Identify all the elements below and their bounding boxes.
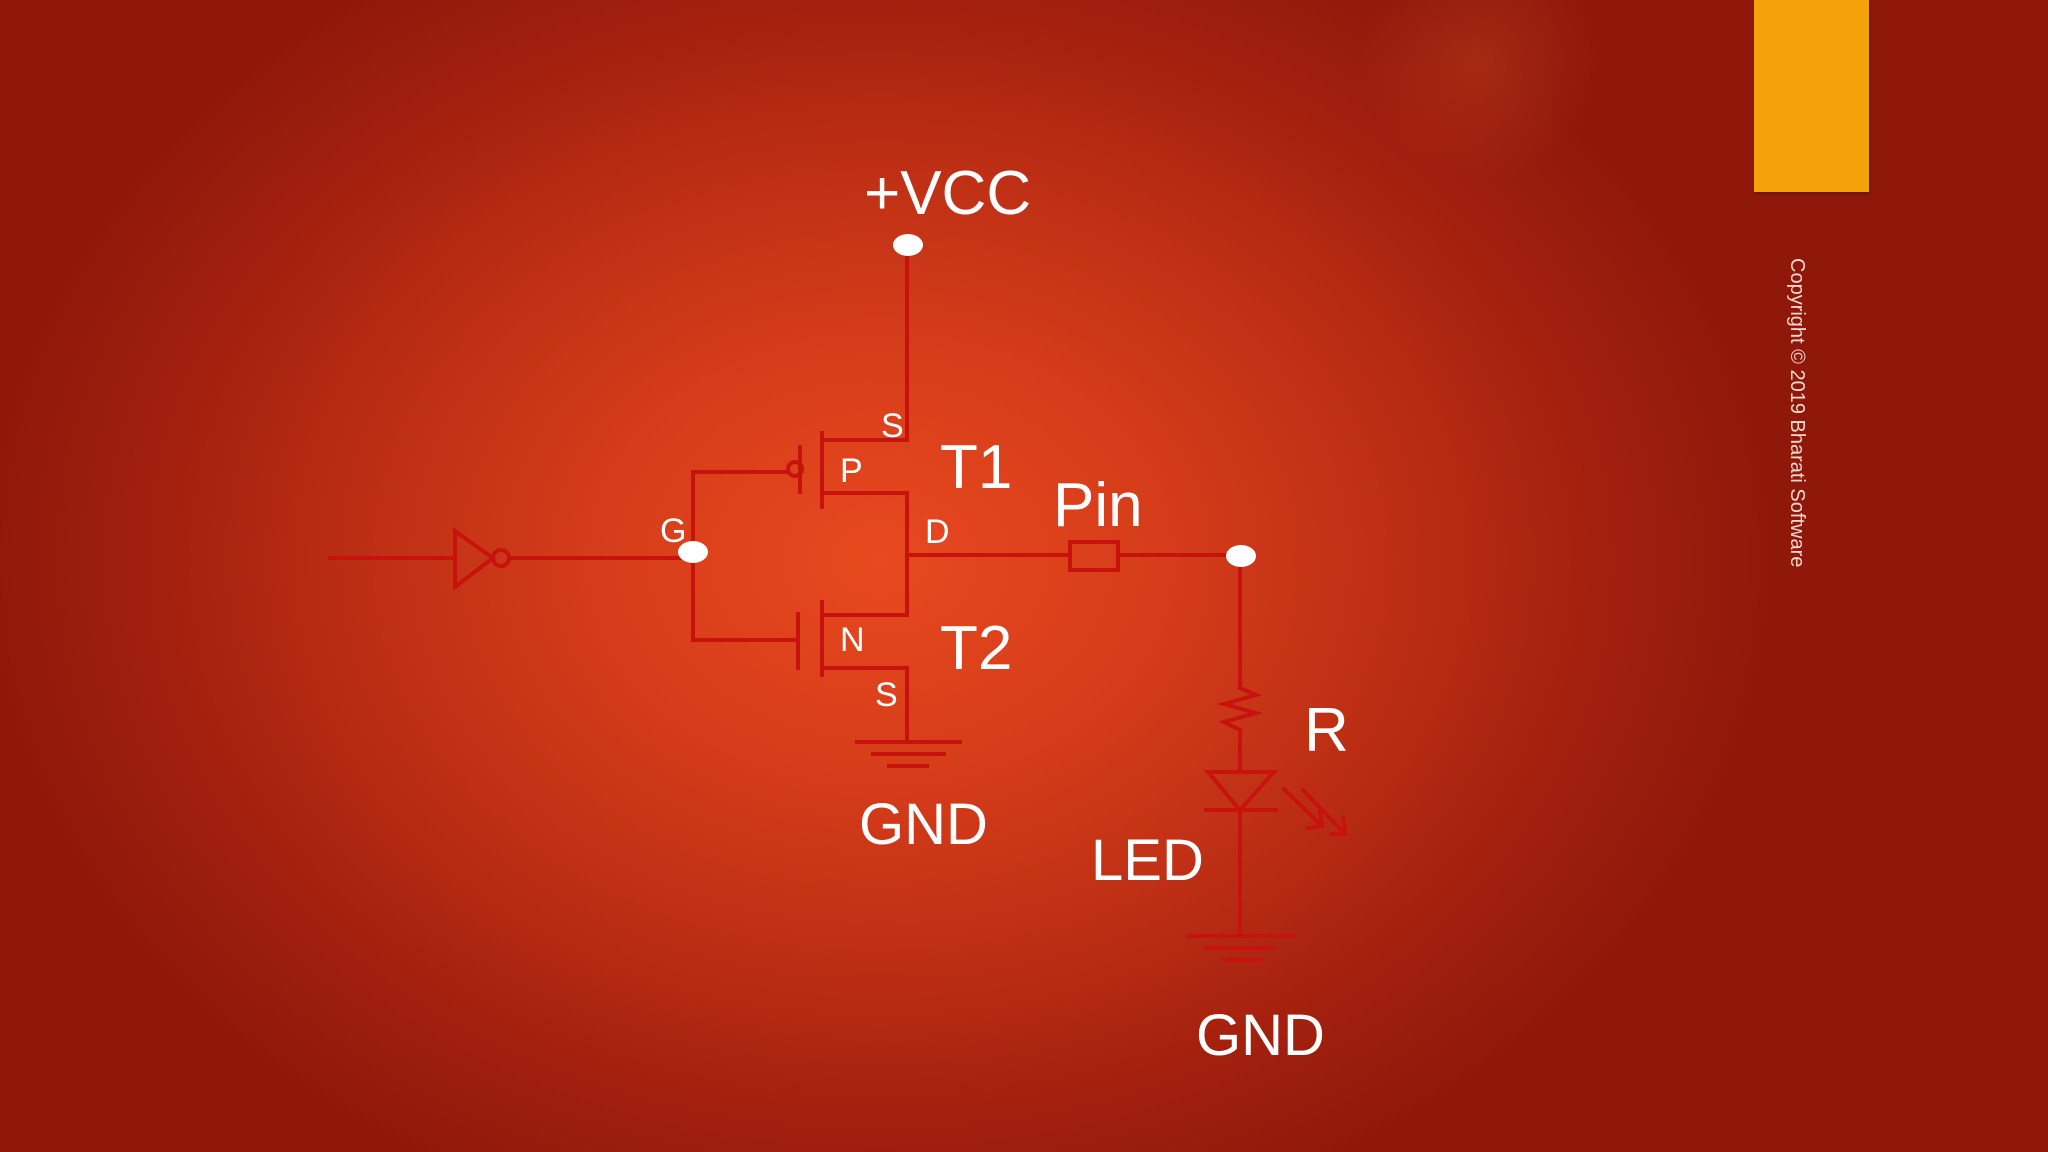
led-arrow-1-head — [1305, 809, 1325, 831]
pin-label: Pin — [1053, 471, 1143, 540]
pin-block — [1068, 540, 1120, 572]
drain-label: D — [925, 513, 950, 551]
gnd-symbol-right — [1187, 934, 1295, 962]
vcc-node — [893, 234, 923, 256]
t1-label: T1 — [940, 433, 1012, 502]
resistor-label: R — [1304, 696, 1349, 765]
led-arrow-1 — [1281, 786, 1325, 829]
led-arrow-2 — [1300, 787, 1348, 837]
gate-node — [678, 541, 708, 563]
t2-label: T2 — [940, 614, 1012, 683]
vcc-label: +VCC — [864, 159, 1031, 228]
led-triangle — [1203, 770, 1279, 814]
t1-source-label: S — [881, 407, 904, 445]
pin-node — [1226, 545, 1256, 567]
t2-nmos-transistor — [796, 600, 909, 677]
accent-bar — [1754, 0, 1869, 192]
n-type-label: N — [840, 621, 865, 659]
gnd-left-label: GND — [859, 792, 988, 857]
gnd-symbol-left — [855, 740, 962, 768]
inverter-triangle — [453, 527, 497, 592]
p-type-label: P — [840, 452, 863, 490]
gnd-right-label: GND — [1196, 1003, 1325, 1068]
led-label: LED — [1091, 828, 1204, 893]
gate-bus — [691, 470, 800, 642]
led-arrow-2-head — [1329, 815, 1348, 836]
led-emission-arrows — [1281, 786, 1348, 837]
gate-label: G — [660, 512, 686, 550]
t2-source-label: S — [875, 676, 898, 714]
resistor-symbol — [1216, 685, 1264, 733]
input-wire-group — [328, 527, 695, 592]
t1-pmos-transistor — [786, 431, 909, 509]
